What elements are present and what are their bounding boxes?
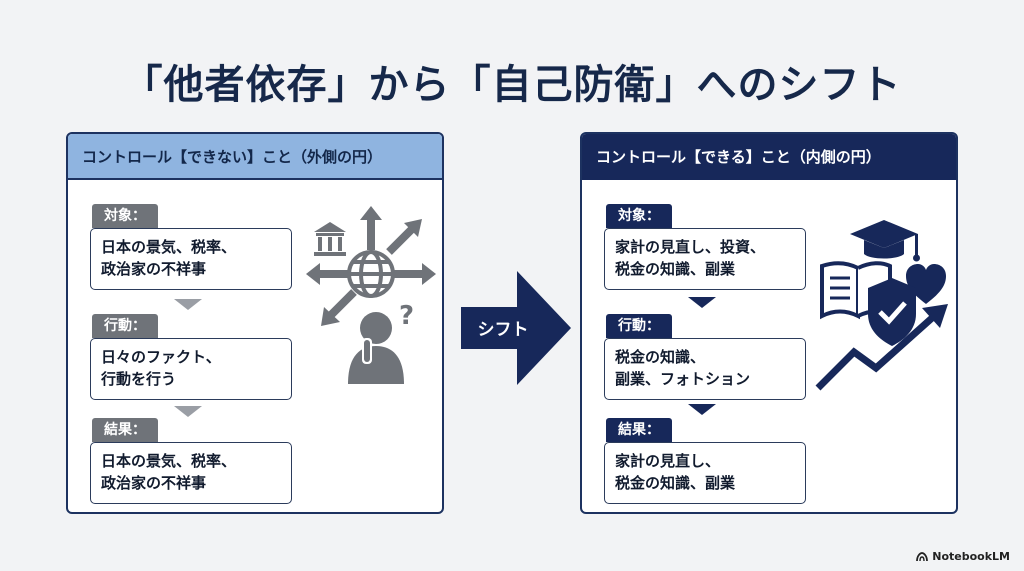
shift-label: シフト: [477, 320, 529, 340]
left-result-line-1: 日本の景気、税率、: [101, 452, 237, 470]
page-title: 「他者依存」から「自己防衛」へのシフト: [122, 62, 902, 108]
left-down-arrow-2: [174, 406, 202, 417]
right-result-line-2: 税金の知識、副業: [615, 474, 736, 492]
left-action-line-2: 行動を行う: [101, 370, 177, 388]
growth-arrow-icon: [815, 315, 935, 391]
globe-icon: [347, 250, 395, 298]
right-action-box: 税金の知識、 副業、フォトション: [604, 338, 806, 400]
notebooklm-logo-icon: [916, 551, 929, 561]
right-action-line-2: 副業、フォトション: [615, 370, 751, 388]
right-target-line-1: 家計の見直し、投資、: [615, 238, 766, 256]
notebooklm-watermark: NotebookLM: [916, 550, 1010, 563]
controllable-icon-cluster: [815, 220, 948, 391]
watermark-text: NotebookLM: [932, 550, 1010, 563]
left-down-arrow-1: [174, 299, 202, 310]
right-result-box: 家計の見直し、 税金の知識、副業: [604, 442, 806, 504]
left-action-box: 日々のファクト、 行動を行う: [90, 338, 292, 400]
question-mark-icon: ?: [399, 301, 414, 331]
right-down-arrow-1: [688, 297, 716, 308]
right-target-line-2: 税金の知識、副業: [615, 260, 736, 278]
uncontrollable-panel: コントロール【できない】こと（外側の円） 対象： 日本の景気、税率、 政治家の不…: [66, 132, 444, 514]
right-target-box: 家計の見直し、投資、 税金の知識、副業: [604, 228, 806, 290]
uncontrollable-panel-header: コントロール【できない】こと（外側の円）: [68, 134, 442, 180]
left-result-line-2: 政治家の不祥事: [101, 474, 207, 492]
left-target-line-1: 日本の景気、税率、: [101, 238, 237, 256]
right-action-line-1: 税金の知識、: [615, 348, 706, 366]
left-target-tag: 対象：: [92, 204, 158, 228]
arrows-icon: [318, 218, 424, 319]
left-target-line-2: 政治家の不祥事: [101, 260, 207, 278]
graduation-cap-icon: [850, 220, 920, 262]
controllable-panel: コントロール【できる】こと（内側の円） 対象： 家計の見直し、投資、 税金の知識…: [580, 132, 958, 514]
left-action-tag: 行動：: [92, 314, 158, 338]
right-target-tag: 対象：: [606, 204, 672, 228]
right-result-tag: 結果：: [606, 418, 672, 442]
left-result-box: 日本の景気、税率、 政治家の不祥事: [90, 442, 292, 504]
shield-check-icon: [868, 278, 916, 346]
uncontrollable-icon-cluster: ?: [306, 206, 436, 384]
arrow-heads: [306, 206, 436, 326]
confused-person-icon: [348, 312, 404, 384]
bank-icon: [314, 222, 346, 256]
right-action-tag: 行動：: [606, 314, 672, 338]
left-action-line-1: 日々のファクト、: [101, 348, 221, 366]
controllable-panel-header: コントロール【できる】こと（内側の円）: [582, 134, 956, 180]
right-result-line-1: 家計の見直し、: [615, 452, 721, 470]
right-down-arrow-2: [688, 404, 716, 415]
left-result-tag: 結果：: [92, 418, 158, 442]
left-target-box: 日本の景気、税率、 政治家の不祥事: [90, 228, 292, 290]
shift-arrow-icon: [461, 271, 571, 385]
growth-arrow-head: [922, 304, 948, 328]
